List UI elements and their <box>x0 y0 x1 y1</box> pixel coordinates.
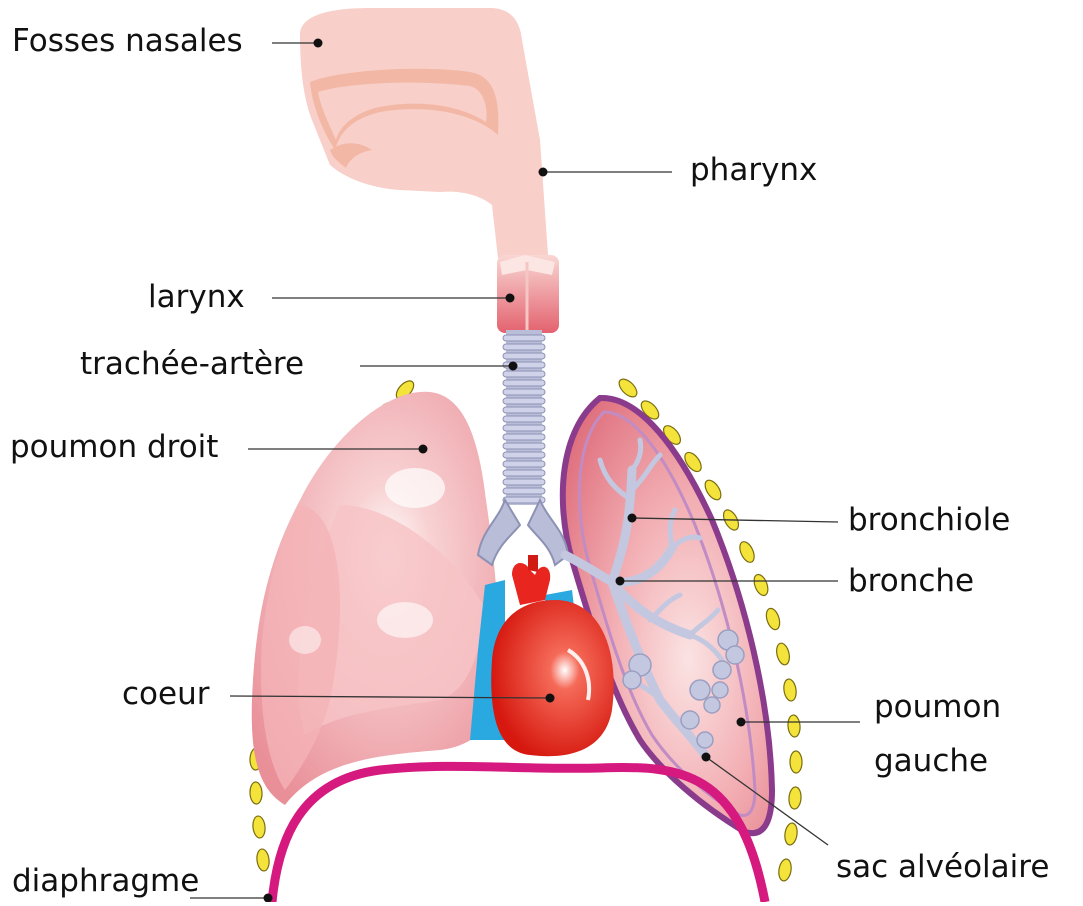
label-bronchiole: bronchiole <box>848 505 1010 536</box>
label-sac-alveolaire: sac alvéolaire <box>836 852 1049 883</box>
right-lung <box>252 392 500 805</box>
label-trachee: trachée-artère <box>80 349 304 380</box>
rib-segment <box>777 858 792 882</box>
trachea-ring <box>503 416 545 422</box>
rib-segment <box>252 815 266 838</box>
trachea-ring <box>503 443 545 449</box>
rib-segment <box>790 751 802 773</box>
trachea-ring <box>503 407 545 413</box>
label-pharynx: pharynx <box>690 155 817 186</box>
trachea-ring <box>503 371 545 377</box>
rib-segment <box>784 822 799 845</box>
trachea-ring <box>503 470 545 476</box>
trachea-ring <box>503 344 545 350</box>
rib-segment <box>256 848 271 871</box>
trachea-ring <box>503 479 545 485</box>
label-bronche: bronche <box>848 566 974 597</box>
label-poumon-gauche-line1: poumon <box>874 692 1001 723</box>
trachea-ring <box>503 353 545 359</box>
trachea-ring <box>503 461 545 467</box>
trachea-ring <box>503 389 545 395</box>
trachea-ring <box>503 335 545 341</box>
rib-segment <box>250 782 263 805</box>
label-coeur: coeur <box>122 679 209 710</box>
trachea-ring <box>503 398 545 404</box>
rib-segment <box>737 539 757 564</box>
label-fosses-nasales: Fosses nasales <box>12 26 243 57</box>
rib-segment <box>787 715 801 738</box>
rib-segment <box>788 787 801 810</box>
nasal-cavity-pharynx <box>300 8 548 258</box>
label-poumon-droit: poumon droit <box>10 432 218 463</box>
rib-segment <box>751 573 770 598</box>
trachea-ring <box>503 434 545 440</box>
rib-segment <box>782 678 797 702</box>
trachea-ring <box>503 425 545 431</box>
trachea-ring <box>503 380 545 386</box>
trachea-ring <box>503 488 545 494</box>
rib-segment <box>775 642 792 666</box>
trachea <box>503 330 545 505</box>
trachea-ring <box>503 452 545 458</box>
larynx <box>497 255 559 333</box>
label-larynx: larynx <box>148 282 245 313</box>
rib-segment <box>764 607 782 632</box>
rib-segment <box>616 376 640 400</box>
label-diaphragme: diaphragme <box>12 866 199 897</box>
label-poumon-gauche-line2: gauche <box>874 746 988 777</box>
rib-segment <box>702 478 724 503</box>
